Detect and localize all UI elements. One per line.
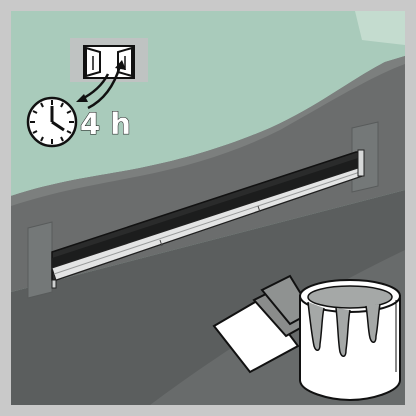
membrane-sheet-left [28,222,52,298]
wall-highlight [355,11,405,45]
channel-end-right [358,150,364,176]
channel-foot-left [52,280,56,288]
wait-time-label: 4 h [80,107,131,141]
paint-bucket-icon [300,280,400,400]
ventilate-window-icon [70,38,148,82]
clock-icon [28,98,76,146]
